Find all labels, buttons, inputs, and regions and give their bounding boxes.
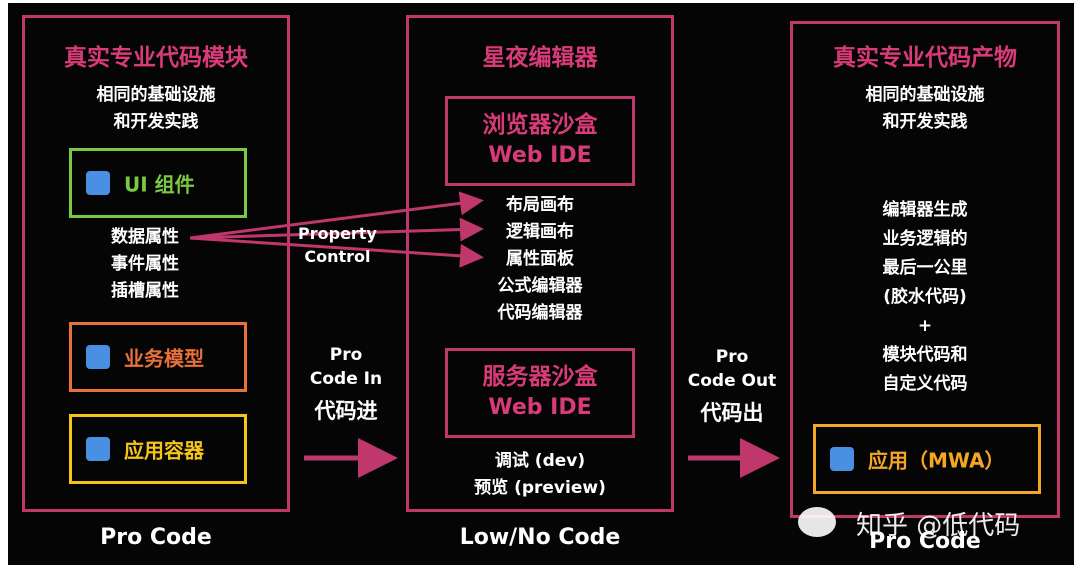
browser-sandbox-subtitle: Web IDE xyxy=(488,143,592,168)
left-panel-subtitle: 相同的基础设施 和开发实践 xyxy=(96,85,216,132)
database-icon xyxy=(86,345,110,369)
prop-event: 事件属性 xyxy=(111,254,179,274)
middle-footer: Low/No Code xyxy=(459,525,621,550)
app-mwa-label: 应用（MWA） xyxy=(868,448,1005,473)
connector-arrows xyxy=(189,191,780,478)
tool-property-panel: 属性面板 xyxy=(506,249,574,269)
tool-code-editor: 代码编辑器 xyxy=(497,303,583,323)
code-in-label: Pro Code In 代码进 xyxy=(309,345,383,423)
right-panel-description: 编辑器生成 业务逻辑的 最后一公里 (胶水代码) + 模块代码和 自定义代码 xyxy=(882,200,968,394)
right-footer: Pro Code xyxy=(869,529,981,554)
browser-sandbox-box: 浏览器沙盒 Web IDE xyxy=(445,96,635,186)
browser-window-icon xyxy=(830,447,854,471)
right-panel-title: 真实专业代码产物 xyxy=(833,45,1017,71)
app-mwa-box: 应用（MWA） xyxy=(813,424,1041,494)
run-mode-list: 调试 (dev) 预览 (preview) xyxy=(409,448,671,502)
property-list: 数据属性 事件属性 插槽属性 xyxy=(111,224,179,305)
left-panel: 真实专业代码模块 相同的基础设施 和开发实践 UI 组件 数据属性 事件属性 插… xyxy=(22,15,290,512)
browser-window-icon xyxy=(86,437,110,461)
arrow-event-to-logic xyxy=(189,217,484,242)
middle-panel-title: 星夜编辑器 xyxy=(482,45,598,71)
tool-logic-canvas: 逻辑画布 xyxy=(506,222,574,242)
editor-tool-list: 布局画布 逻辑画布 属性面板 公式编辑器 代码编辑器 xyxy=(409,192,671,327)
run-mode-dev: 调试 (dev) xyxy=(494,451,586,471)
app-container-box: 应用容器 xyxy=(69,414,247,484)
biz-model-box: 业务模型 xyxy=(69,322,247,392)
arrow-data-to-layout xyxy=(189,191,484,240)
server-sandbox-box: 服务器沙盒 Web IDE xyxy=(445,348,635,438)
property-control-label: Property Control xyxy=(298,224,377,266)
tool-formula-editor: 公式编辑器 xyxy=(497,276,583,296)
ui-component-box: UI 组件 xyxy=(69,148,247,218)
tool-layout-canvas: 布局画布 xyxy=(506,195,574,215)
left-footer: Pro Code xyxy=(100,525,212,550)
left-panel-title: 真实专业代码模块 xyxy=(64,45,248,71)
diagram-canvas: 真实专业代码模块 相同的基础设施 和开发实践 UI 组件 数据属性 事件属性 插… xyxy=(8,3,1074,565)
right-panel-subtitle: 相同的基础设施 和开发实践 xyxy=(865,85,985,132)
server-sandbox-subtitle: Web IDE xyxy=(488,395,592,420)
code-out-label: Pro Code Out 代码出 xyxy=(687,347,777,425)
app-container-label: 应用容器 xyxy=(124,438,204,463)
right-panel: 真实专业代码产物 相同的基础设施 和开发实践 编辑器生成 业务逻辑的 最后一公里… xyxy=(790,21,1060,518)
browser-sandbox-title: 浏览器沙盒 xyxy=(482,112,598,138)
run-mode-preview: 预览 (preview) xyxy=(474,478,606,498)
ui-component-label: UI 组件 xyxy=(124,172,195,197)
prop-slot: 插槽属性 xyxy=(111,281,179,301)
wechat-icon xyxy=(798,507,836,537)
middle-panel: 星夜编辑器 浏览器沙盒 Web IDE 布局画布 逻辑画布 属性面板 公式编辑器… xyxy=(406,15,674,512)
biz-model-label: 业务模型 xyxy=(124,346,204,371)
prop-data: 数据属性 xyxy=(111,227,179,247)
cube-icon xyxy=(86,171,110,195)
arrow-prop-to-panel xyxy=(189,236,484,268)
watermark-text: 知乎 @低代码 xyxy=(856,511,1021,541)
server-sandbox-title: 服务器沙盒 xyxy=(482,364,598,390)
